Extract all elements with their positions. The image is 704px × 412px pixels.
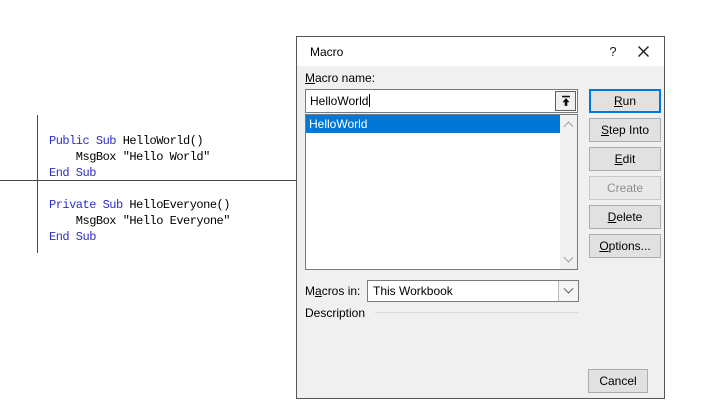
scroll-down-button[interactable] [560, 252, 577, 269]
chevron-down-icon [563, 252, 574, 263]
label-mnemonic: S [600, 123, 609, 137]
label-part: elete [616, 210, 643, 224]
code-line: MsgBox "Hello Everyone" [49, 213, 231, 229]
label-mnemonic: a [315, 284, 322, 298]
label-mnemonic: O [599, 239, 609, 253]
label-mnemonic: E [614, 152, 623, 166]
code-line: Public Sub HelloWorld() [49, 133, 204, 149]
show-names-button[interactable] [555, 91, 576, 111]
macro-name-label: Macro name: [305, 71, 375, 85]
dropdown-button[interactable] [558, 281, 578, 301]
code-text: HelloWorld() [122, 134, 204, 148]
editor-margin-line [37, 115, 38, 253]
close-button[interactable] [628, 37, 658, 66]
code-keyword: Public Sub [49, 134, 123, 148]
code-text: MsgBox "Hello Everyone" [49, 214, 231, 228]
label-part: cros in: [321, 284, 361, 298]
macro-listbox[interactable]: HelloWorld [305, 114, 578, 270]
code-line: End Sub [49, 165, 96, 181]
macro-name-input[interactable]: HelloWorld [305, 89, 578, 113]
code-line: End Sub [49, 229, 96, 245]
step-into-button[interactable]: Step Into [589, 118, 661, 142]
vba-code-editor: Public Sub HelloWorld() MsgBox "Hello Wo… [0, 0, 296, 412]
scroll-up-button[interactable] [560, 115, 577, 132]
list-scrollbar[interactable] [560, 115, 577, 269]
label-mnemonic: R [613, 94, 623, 108]
chevron-up-icon [563, 121, 574, 132]
chevron-down-icon [563, 283, 574, 294]
macros-in-dropdown[interactable]: This Workbook [367, 280, 579, 302]
edit-button[interactable]: Edit [589, 147, 661, 171]
label-mnemonic: D [607, 210, 617, 224]
code-text: HelloEveryone() [129, 198, 230, 212]
label-part: Cancel [599, 374, 637, 388]
description-label: Description [305, 306, 366, 320]
description-divider [375, 312, 578, 313]
label-part: tep Into [608, 123, 650, 137]
help-button[interactable]: ? [598, 37, 628, 66]
label-part: un [622, 94, 637, 108]
label-part: Create [606, 181, 644, 195]
label-part: dit [622, 152, 636, 166]
options-button[interactable]: Options... [589, 234, 661, 258]
label-part: M [305, 284, 315, 298]
label-part: acro name: [315, 71, 376, 85]
cancel-button[interactable]: Cancel [588, 369, 648, 393]
create-button: Create [589, 176, 661, 200]
code-line: Private Sub HelloEveryone() [49, 197, 230, 213]
close-icon [637, 46, 649, 57]
code-text: MsgBox "Hello World" [49, 150, 211, 164]
label-part: ptions... [608, 239, 651, 253]
dialog-title: Macro [310, 45, 344, 59]
label-mnemonic: M [305, 71, 315, 85]
help-icon: ? [609, 44, 617, 59]
delete-button[interactable]: Delete [589, 205, 661, 229]
procedure-separator-line [0, 180, 296, 181]
text-caret [369, 94, 371, 107]
macro-list-item-selected[interactable]: HelloWorld [306, 115, 560, 133]
code-keyword: End Sub [49, 166, 96, 180]
macro-name-value: HelloWorld [310, 94, 369, 108]
arrow-up-to-bar-icon [561, 95, 570, 106]
dialog-titlebar[interactable]: Macro ? [297, 37, 664, 66]
macros-in-label: Macros in: [305, 284, 360, 298]
run-button[interactable]: Run [589, 89, 661, 113]
macros-in-value: This Workbook [373, 284, 453, 298]
code-keyword: Private Sub [49, 198, 130, 212]
code-line: MsgBox "Hello World" [49, 149, 211, 165]
macro-dialog: Macro ? Macro name: HelloWorld HelloWorl… [296, 36, 665, 399]
code-keyword: End Sub [49, 230, 96, 244]
